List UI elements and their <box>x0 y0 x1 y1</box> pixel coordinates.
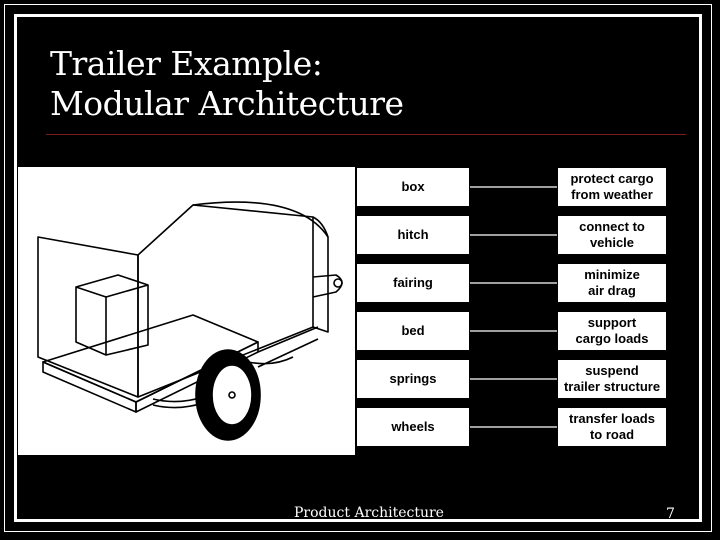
trailer-box-shape <box>75 274 149 356</box>
function-box-4: support cargo loads <box>557 311 667 351</box>
component-box-hitch: hitch <box>356 215 470 255</box>
component-box-bed: bed <box>356 311 470 351</box>
slide-footer: Product Architecture <box>294 505 444 521</box>
component-box-springs: springs <box>356 359 470 399</box>
title-divider <box>46 134 686 135</box>
component-box-fairing: fairing <box>356 263 470 303</box>
function-box-2: connect to vehicle <box>557 215 667 255</box>
page-number: 7 <box>666 506 675 522</box>
slide-title: Trailer Example: Modular Architecture <box>50 44 404 123</box>
function-box-5: suspend trailer structure <box>557 359 667 399</box>
function-box-1: protect cargo from weather <box>557 167 667 207</box>
component-box-wheels: wheels <box>356 407 470 447</box>
trailer-drawing <box>37 201 343 441</box>
component-box-box: box <box>356 167 470 207</box>
slide-inner-border <box>14 14 702 522</box>
function-box-6: transfer loads to road <box>557 407 667 447</box>
trailer-illustration <box>18 167 355 455</box>
function-box-3: minimize air drag <box>557 263 667 303</box>
slide-outer-border <box>4 4 712 532</box>
